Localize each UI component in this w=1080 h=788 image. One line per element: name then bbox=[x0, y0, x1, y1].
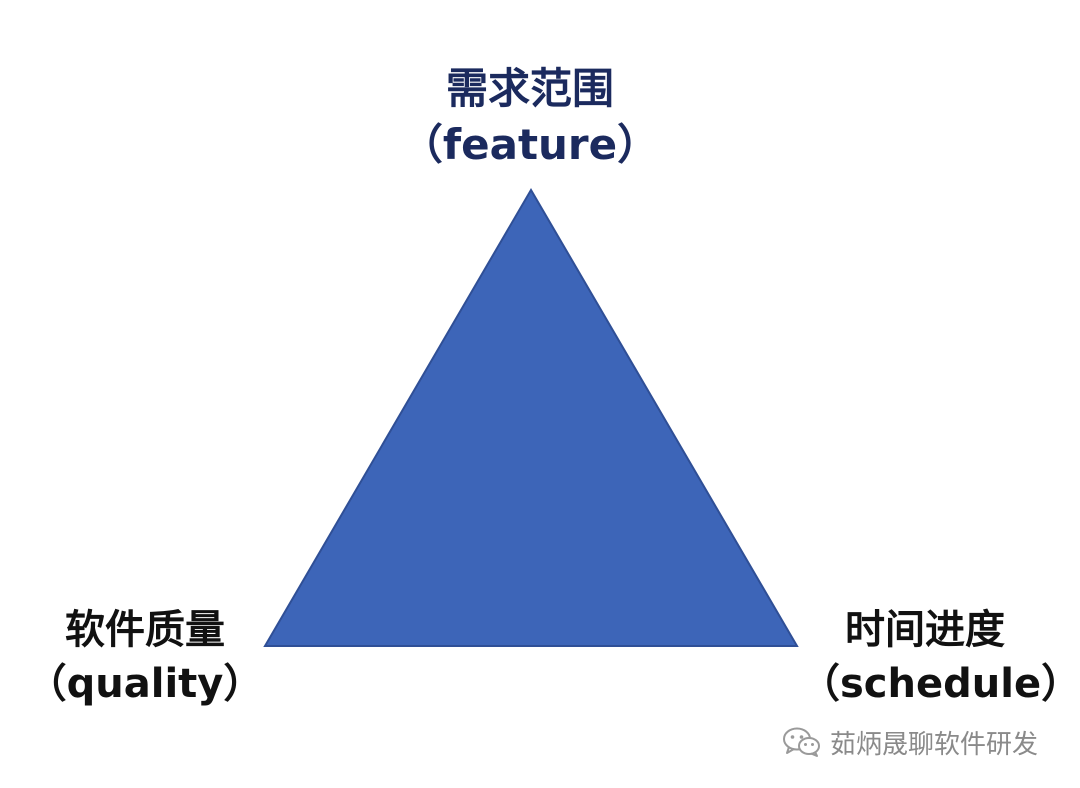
schedule-title: 时间进度 bbox=[845, 607, 1005, 653]
watermark-text: 茹炳晟聊软件研发 bbox=[830, 729, 1039, 760]
project-triangle bbox=[263, 188, 799, 647]
quality-title: 软件质量 bbox=[65, 607, 225, 653]
right-vertex-label: 时间进度 （schedule） bbox=[800, 607, 1080, 707]
top-vertex-label: 需求范围 （feature） bbox=[330, 68, 730, 166]
watermark: 茹炳晟聊软件研发 bbox=[782, 722, 1038, 762]
quality-subtitle: （quality） bbox=[26, 661, 264, 707]
wechat-icon bbox=[782, 726, 822, 758]
scope-title: 需求范围 bbox=[445, 64, 614, 113]
schedule-subtitle: （schedule） bbox=[800, 661, 1080, 707]
scope-subtitle: （feature） bbox=[400, 120, 660, 169]
left-vertex-label: 软件质量 （quality） bbox=[20, 610, 270, 704]
